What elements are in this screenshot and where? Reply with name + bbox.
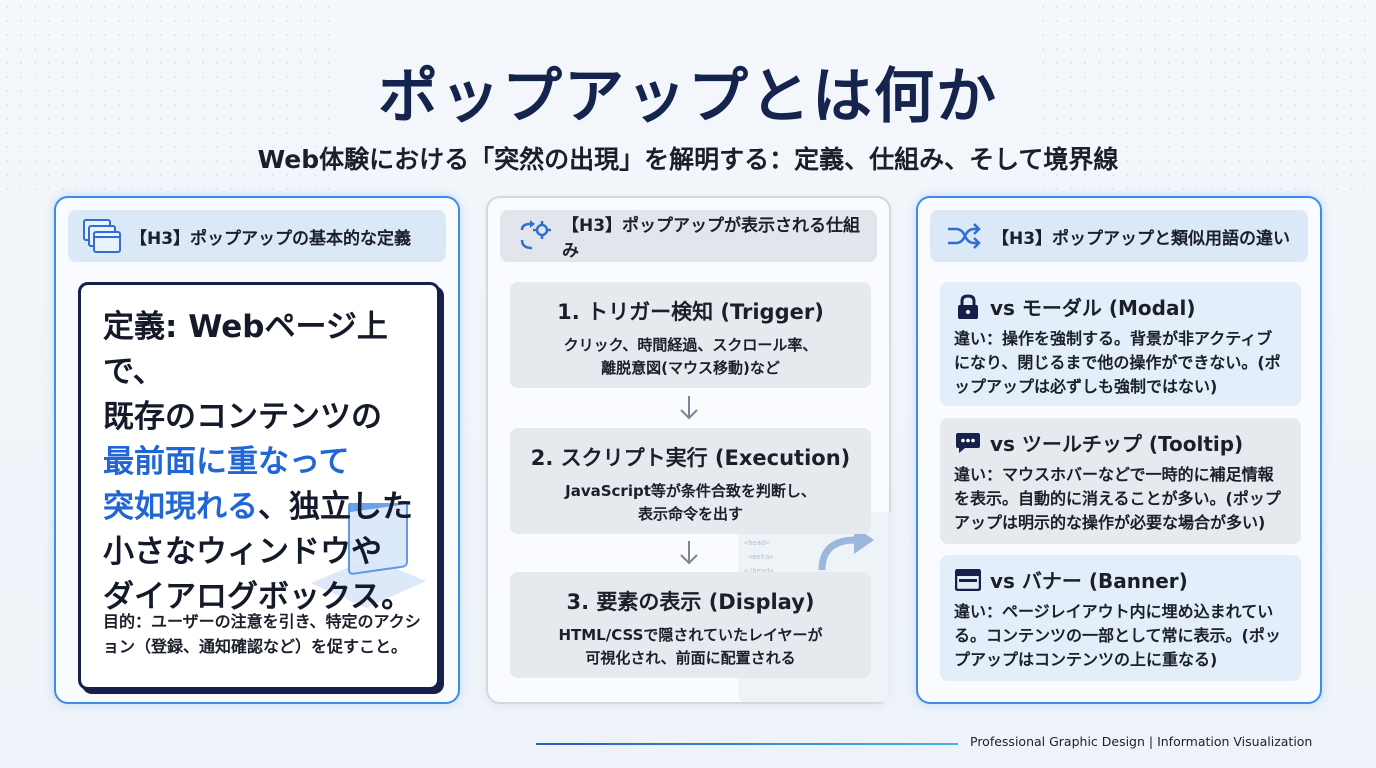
definition-line-4-highlight: 突如現れる — [103, 489, 258, 525]
step-title: 2. スクリプト実行 (Execution) — [530, 446, 851, 470]
definition-panel-header-label: 【H3】ポップアップの基本的な定義 — [130, 228, 412, 249]
step-trigger: 1. トリガー検知 (Trigger) クリック、時間経過、スクロール率、 離脱… — [510, 282, 871, 388]
mechanism-panel: 【H3】ポップアップが表示される仕組み <html lang="en"><hea… — [486, 196, 898, 704]
definition-line-5: 小さなウィンドウや — [103, 534, 382, 570]
comparison-title-row: vs バナー (Banner) — [954, 565, 1287, 594]
definition-line-4-rest: 、独立した — [258, 489, 413, 525]
comparison-panel-header-label: 【H3】ポップアップと類似用語の違い — [992, 228, 1291, 249]
arrow-down-icon — [680, 541, 698, 565]
background-dot-pattern-left — [0, 0, 340, 200]
lock-icon — [954, 293, 982, 320]
comparison-panel-header: 【H3】ポップアップと類似用語の違い — [930, 210, 1308, 262]
arrow-down-icon — [680, 396, 698, 420]
definition-panel: 【H3】ポップアップの基本的な定義 定義: Webページ上で、 既存のコンテンツ… — [54, 196, 460, 704]
popup-window-illustration — [311, 503, 426, 608]
shuffle-icon — [942, 216, 986, 256]
comparison-title: vs バナー (Banner) — [990, 569, 1188, 593]
mechanism-panel-header: 【H3】ポップアップが表示される仕組み — [500, 210, 877, 262]
background-dot-pattern-right — [1036, 0, 1376, 200]
footer-divider — [536, 743, 958, 745]
step-description-line-2: 可視化され、前面に配置される — [585, 649, 796, 667]
footer-credit: Professional Graphic Design | Informatio… — [970, 734, 1313, 749]
comparison-title-row: vs モーダル (Modal) — [954, 292, 1287, 321]
definition-line-1: 定義: Webページ上で、 — [103, 309, 388, 390]
comparison-modal: vs モーダル (Modal) 違い：操作を強制する。背景が非アクティブになり、… — [940, 282, 1301, 406]
page-title: ポップアップとは何か — [378, 62, 998, 132]
step-title: 1. トリガー検知 (Trigger) — [557, 300, 824, 324]
step-title: 3. 要素の表示 (Display) — [566, 590, 815, 614]
step-description-line-1: クリック、時間経過、スクロール率、 — [563, 336, 818, 354]
step-display: 3. 要素の表示 (Display) HTML/CSSで隠されていたレイヤーが … — [510, 572, 871, 678]
chat-bubble-icon — [954, 430, 982, 456]
step-execution: 2. スクリプト実行 (Execution) JavaScript等が条件合致を… — [510, 428, 871, 534]
comparison-description: 違い：マウスホバーなどで一時的に補足情報を表示。自動的に消えることが多い。(ポッ… — [954, 465, 1281, 532]
step-description-line-1: HTML/CSSで隠されていたレイヤーが — [558, 626, 823, 644]
comparison-panel: 【H3】ポップアップと類似用語の違い vs モーダル (Modal) 違い：操作… — [916, 196, 1322, 704]
definition-line-3-highlight: 最前面に重なって — [103, 444, 350, 480]
definition-line-4: 突如現れる、独立した — [103, 485, 415, 530]
step-description-line-2: 表示命令を出す — [637, 505, 743, 523]
comparison-title-row: vs ツールチップ (Tooltip) — [954, 428, 1287, 457]
mechanism-panel-header-label: 【H3】ポップアップが表示される仕組み — [562, 216, 861, 261]
definition-line-6: ダイアログボックス。 — [103, 579, 413, 615]
step-description-line-1: JavaScript等が条件合致を判断し、 — [565, 482, 816, 500]
definition-text: 定義: Webページ上で、 既存のコンテンツの 最前面に重なって 突如現れる、独… — [103, 305, 415, 620]
banner-window-icon — [954, 567, 982, 593]
stacked-windows-icon — [80, 216, 124, 256]
comparison-banner: vs バナー (Banner) 違い：ページレイアウト内に埋め込まれている。コン… — [940, 555, 1301, 681]
purpose-text: 目的：ユーザーの注意を引き、特定のアクション（登録、通知確認など）を促すこと。 — [103, 612, 421, 656]
definition-line-2: 既存のコンテンツの — [103, 399, 382, 435]
comparison-description: 違い：操作を強制する。背景が非アクティブになり、閉じるまで他の操作ができない。(… — [954, 329, 1281, 396]
comparison-description: 違い：ページレイアウト内に埋め込まれている。コンテンツの一部として常に表示。(ポ… — [954, 602, 1281, 669]
definition-card: 定義: Webページ上で、 既存のコンテンツの 最前面に重なって 突如現れる、独… — [78, 282, 440, 690]
page-subtitle: Web体験における「突然の出現」を解明する：定義、仕組み、そして境界線 — [257, 145, 1119, 174]
comparison-title: vs モーダル (Modal) — [990, 296, 1196, 320]
definition-panel-header: 【H3】ポップアップの基本的な定義 — [68, 210, 446, 262]
gear-arrows-icon — [512, 216, 556, 256]
comparison-title: vs ツールチップ (Tooltip) — [990, 432, 1244, 456]
step-description-line-2: 離脱意図(マウス移動)など — [601, 359, 780, 377]
comparison-tooltip: vs ツールチップ (Tooltip) 違い：マウスホバーなどで一時的に補足情報… — [940, 418, 1301, 544]
